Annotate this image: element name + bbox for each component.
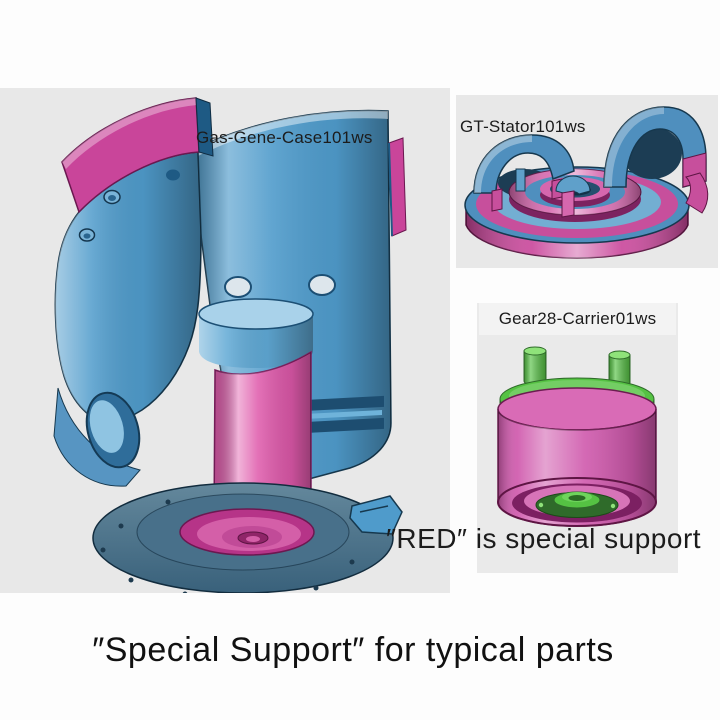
support-cylinder [213, 350, 312, 521]
mount-bracket [349, 495, 403, 535]
carrier-bottom [497, 477, 657, 527]
shell-hole-left [224, 276, 252, 298]
stator-panel: GT-Stator101ws [456, 95, 718, 268]
part-label-gear28-carrier: Gear28-Carrier01ws [498, 308, 657, 328]
left-tube [53, 97, 214, 487]
part-label-gt-stator: GT-Stator101ws [460, 117, 586, 136]
gear-panel: Gear28-Carrier01ws [477, 303, 678, 573]
inner-cylinder [198, 298, 314, 368]
stator-center-arch [555, 175, 591, 218]
gear-label-strip: Gear28-Carrier01ws [479, 303, 676, 335]
gt-stator-model [464, 106, 709, 259]
gear28-carrier-model [497, 346, 657, 527]
shell-section-slots [300, 395, 384, 433]
shell-hole-right [308, 274, 336, 296]
rim-sliver [388, 137, 407, 237]
pink-rim-band [61, 97, 214, 214]
funnel-opening [85, 391, 141, 469]
caption: ″Special Support″ for typical parts [92, 631, 614, 669]
stator-arch-left [473, 134, 575, 212]
part-label-gas-gene-case: Gas-Gene-Case101ws [196, 128, 373, 147]
flange-holes [100, 499, 355, 593]
support-cup [179, 508, 315, 556]
tube-bolt-holes [78, 169, 180, 242]
main-panel: Gas-Gene-Case101ws [0, 88, 450, 593]
stator-arch-right [603, 106, 709, 214]
red-note: ″RED″ is special support [386, 523, 702, 554]
gas-gene-case-model [53, 97, 407, 593]
